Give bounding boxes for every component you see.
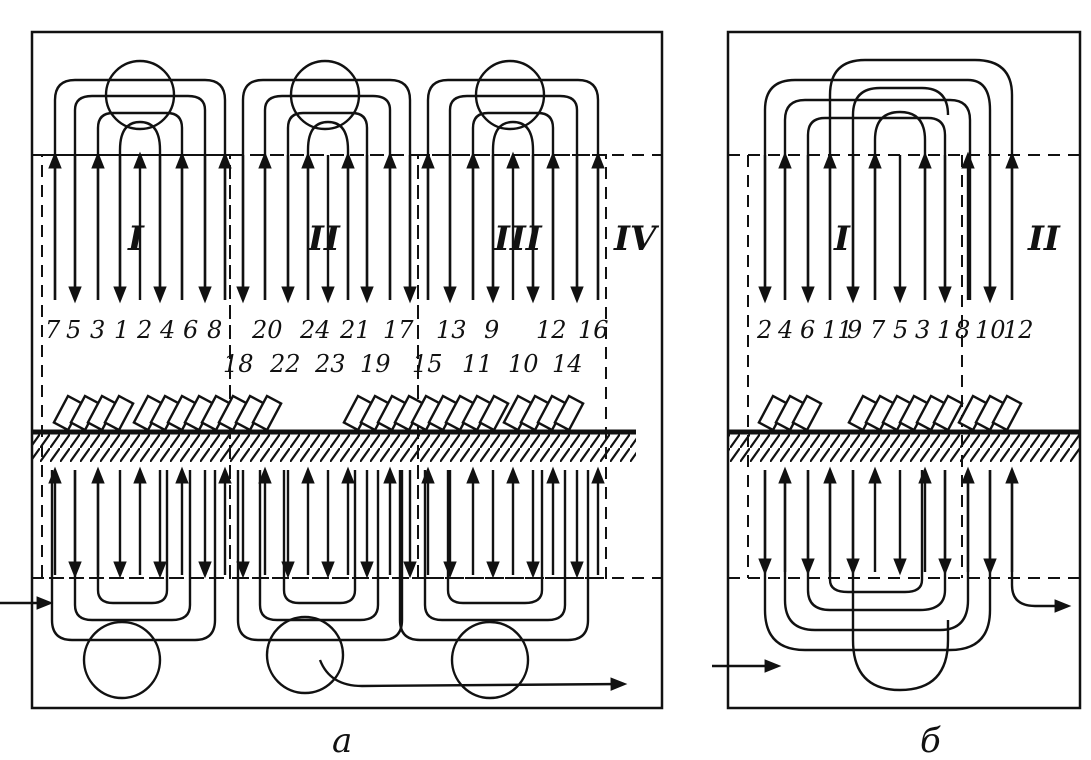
conductor-label: 10	[508, 350, 539, 378]
conductor-label: 3	[90, 316, 105, 344]
conductor-label: 9	[484, 316, 499, 344]
conductor-label: 7	[870, 316, 886, 344]
panel-a-group-I: I	[127, 219, 145, 259]
panel-b-commutator-hatch	[728, 432, 1080, 462]
conductor-label: 4	[159, 316, 175, 344]
commutator-segment	[791, 394, 823, 432]
conductor-label: 12	[1003, 316, 1034, 344]
panel-a-brushes	[52, 394, 585, 432]
conductor-label: 12	[536, 316, 567, 344]
conductor-label: 11	[822, 316, 853, 344]
conductor-label: 14	[552, 350, 583, 378]
conductor-label: 18	[223, 350, 254, 378]
conductor-label: 2	[136, 316, 152, 344]
conductor-label: 21	[339, 316, 371, 344]
panel-a-lower-conductors	[48, 466, 605, 579]
conductor-label: 8	[207, 316, 222, 344]
conductor-label: 20	[251, 316, 283, 344]
conductor-label: 1	[937, 316, 952, 344]
panel-a-output-arrow	[318, 659, 628, 691]
conductor-label: 1	[114, 316, 129, 344]
panel-a-group-II: II	[307, 219, 341, 259]
conductor-label: 22	[269, 350, 301, 378]
conductor-label: 15	[412, 350, 443, 378]
panel-a-upper-endturns	[53, 59, 600, 300]
panel-b-brushes	[757, 394, 1023, 432]
conductor-label: 8	[955, 316, 970, 344]
conductor-label: 3	[915, 316, 930, 344]
conductor-label: 6	[800, 316, 815, 344]
panel-b-caption: б	[920, 721, 941, 760]
conductor-label: 4	[777, 316, 793, 344]
panel-a-frame	[30, 30, 664, 710]
conductor-label: 9	[847, 316, 862, 344]
conductor-label: 7	[45, 316, 61, 344]
panel-b-group-I: I	[833, 219, 851, 259]
commutator-segment	[553, 394, 585, 432]
panel-a-caption: а	[332, 721, 352, 760]
commutator-segment	[251, 394, 283, 432]
conductor-label: 13	[436, 316, 467, 344]
conductor-label: 16	[578, 316, 609, 344]
conductor-label: 11	[462, 350, 493, 378]
conductor-label: 2	[756, 316, 772, 344]
commutator-segment	[932, 394, 964, 432]
commutator-segment	[991, 394, 1023, 432]
conductor-label: 6	[183, 316, 198, 344]
panel-a-group-IV: IV	[613, 219, 660, 259]
conductor-label: 10	[975, 316, 1006, 344]
conductor-label: 5	[893, 316, 908, 344]
panel-b-lower-endturns	[763, 470, 1072, 692]
panel-a-commutator-hatch	[32, 432, 636, 462]
panel-b-group-II: II	[1027, 219, 1061, 259]
panel-b-upper-conductors	[758, 151, 1019, 304]
conductor-label: 17	[383, 316, 414, 344]
conductor-label: 23	[314, 350, 346, 378]
commutator-segment	[478, 394, 510, 432]
panel-a-group-III: III	[493, 219, 543, 259]
commutator-segment	[103, 394, 135, 432]
panel-b-upper-endturns	[763, 58, 1014, 300]
conductor-label: 19	[360, 350, 391, 378]
conductor-label: 24	[299, 316, 331, 344]
panel-b-frame	[726, 30, 1082, 710]
panel-b-dashed-zones	[728, 154, 1080, 579]
conductor-label: 5	[66, 316, 81, 344]
panel-a-lower-endturns	[50, 470, 590, 700]
panel-b-lower-conductors	[758, 466, 1019, 576]
